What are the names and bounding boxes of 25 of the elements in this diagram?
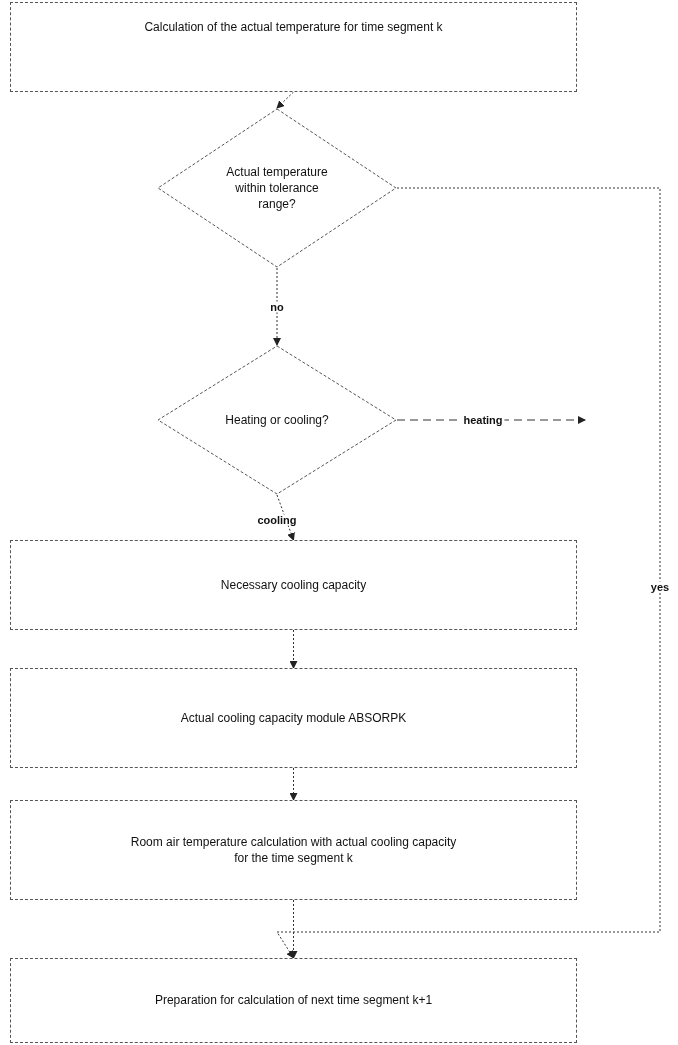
node-text: Room air temperature calculation with actual cooling capacity for the time segment k (129, 833, 458, 867)
arrow (289, 899, 298, 959)
process-box (10, 958, 577, 1043)
edge-label: no (268, 301, 286, 313)
arrow (276, 187, 661, 959)
node-text: Actual temperature within tolerance range? (225, 163, 329, 213)
node-text: Heating or cooling? (225, 411, 329, 429)
edge-label: yes (648, 581, 672, 593)
arrow (276, 91, 294, 109)
process-box (10, 540, 577, 630)
arrow (289, 629, 298, 669)
process-box (10, 800, 577, 900)
arrow (273, 267, 281, 346)
process-box (10, 2, 577, 92)
arrow (289, 767, 298, 801)
decision-diamond (157, 345, 397, 495)
edge-label: cooling (255, 514, 299, 526)
node-text: Calculation of the actual temperature for time segment k (144, 19, 443, 36)
edge-label: heating (461, 414, 505, 426)
node-text: Actual cooling capacity module ABSORPK (180, 709, 407, 727)
process-box (10, 668, 577, 768)
decision-diamond (157, 108, 397, 268)
node-text: Preparation for calculation of next time segment k+1 (154, 992, 433, 1009)
arrow (276, 494, 295, 541)
node-text: Necessary cooling capacity (220, 576, 367, 594)
